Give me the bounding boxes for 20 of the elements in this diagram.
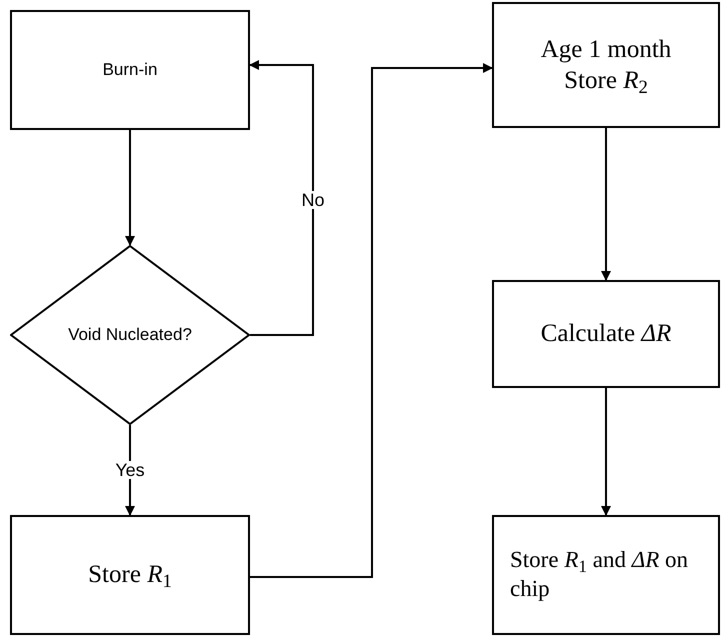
arrow bbox=[250, 63, 493, 578]
edge-label: No bbox=[300, 191, 326, 209]
node-text: Calculate ΔR bbox=[540, 319, 672, 350]
process-box bbox=[492, 2, 720, 128]
node-text: Void Nucleated? bbox=[68, 324, 192, 346]
node-text: Store R$_{1}$ and ΔR on chip bbox=[510, 546, 690, 603]
arrow bbox=[601, 128, 611, 281]
node-text: Age 1 month bbox=[540, 34, 672, 65]
node-text: Store R$_{1}$ bbox=[88, 560, 172, 591]
process-box bbox=[10, 10, 250, 130]
process-box bbox=[10, 515, 250, 635]
node-text: Burn-in bbox=[102, 59, 158, 81]
edge-label: Yes bbox=[113, 461, 147, 479]
decision-diamond bbox=[10, 245, 250, 425]
arrow bbox=[125, 130, 135, 246]
arrow bbox=[601, 388, 611, 516]
process-box bbox=[492, 280, 720, 388]
process-box bbox=[492, 515, 720, 635]
arrow bbox=[249, 60, 314, 336]
node-text: Store R$_{2}$ bbox=[564, 66, 648, 96]
